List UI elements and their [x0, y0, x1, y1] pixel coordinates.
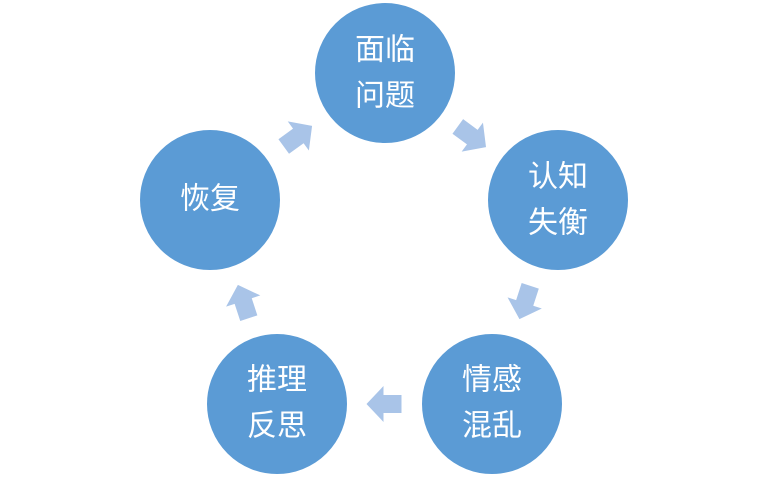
node-cognitive-imbalance-line2: 失衡 — [528, 206, 588, 241]
node-cognitive-imbalance: 认知 失衡 — [486, 128, 630, 272]
arrows-layer — [226, 119, 542, 422]
node-reasoning-reflection-line1: 推理 — [247, 363, 307, 398]
node-recovery: 恢复 — [138, 128, 282, 272]
node-face-problem-line2: 问题 — [355, 79, 415, 114]
node-cognitive-imbalance-circle — [486, 128, 630, 272]
node-emotional-chaos-circle — [420, 332, 564, 476]
node-emotional-chaos-line1: 情感 — [462, 363, 522, 398]
arrow-face-problem-to-cognitive-imbalance — [452, 119, 487, 152]
node-recovery-circle — [138, 128, 282, 272]
node-recovery-line1: 恢复 — [180, 182, 240, 217]
arrow-emotional-chaos-to-reasoning-reflection — [366, 386, 402, 422]
node-face-problem-circle — [313, 1, 457, 145]
node-face-problem-line1: 面临 — [355, 33, 415, 68]
arrow-reasoning-reflection-to-recovery — [226, 284, 261, 321]
node-reasoning-reflection-line2: 反思 — [247, 409, 307, 444]
node-emotional-chaos: 情感 混乱 — [420, 332, 564, 476]
node-cognitive-imbalance-line1: 认知 — [528, 160, 588, 195]
node-face-problem: 面临 问题 — [313, 1, 457, 145]
arrow-cognitive-imbalance-to-emotional-chaos — [507, 283, 542, 320]
node-reasoning-reflection: 推理 反思 — [205, 332, 349, 476]
node-emotional-chaos-line2: 混乱 — [462, 409, 522, 444]
arrow-recovery-to-face-problem — [278, 121, 313, 154]
node-reasoning-reflection-circle — [205, 332, 349, 476]
